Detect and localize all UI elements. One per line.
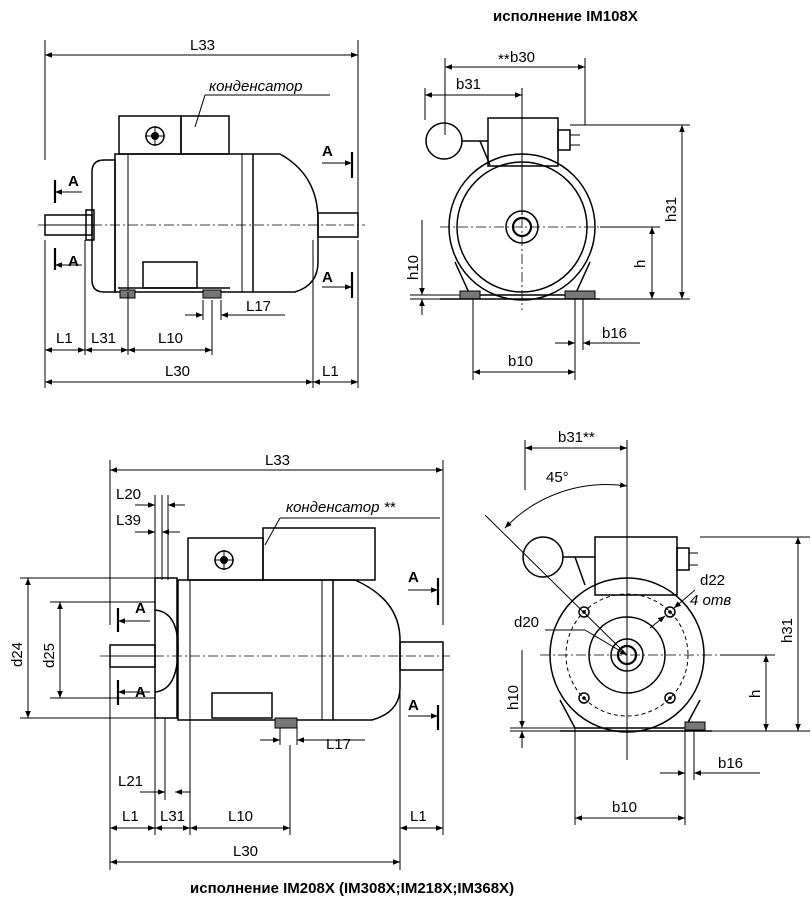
label-d24: d24 [9,642,26,667]
label-holes: 4 отв [690,592,731,609]
label-L20: L20 [116,486,141,503]
label-L33-top: L33 [190,37,215,54]
label-h10-bottom: h10 [505,685,522,710]
label-d20: d20 [514,614,539,631]
label-L30-top: L30 [165,363,190,380]
bottom-front-view: b31** 45° [484,429,810,825]
label-L33-bottom: L33 [265,452,290,469]
label-h10-top: h10 [405,255,422,280]
section-A-4: A [322,269,333,286]
section-A-3: A [322,143,333,160]
label-L1-top-left: L1 [56,330,73,347]
label-L17-top: L17 [246,298,271,315]
label-L10-bottom: L10 [228,808,253,825]
label-d22: d22 [700,572,725,589]
label-b16-top: b16 [602,325,627,342]
label-b31-top: b31 [456,76,481,93]
title-bottom: исполнение IM208X (IM308X;IM218X;IM368X) [190,880,514,897]
section-A-5: A [135,600,146,617]
label-angle: 45° [546,469,569,486]
section-A-8: A [408,697,419,714]
label-stars-b30: ** [498,51,510,68]
label-b16-bottom: b16 [718,755,743,772]
section-A-1: A [68,173,79,190]
label-b30: b30 [510,49,535,66]
label-condenser-top: конденсатор [209,78,302,95]
label-L1-bottom-right: L1 [410,808,427,825]
label-h31-top: h31 [663,197,680,222]
label-b31ss: b31** [558,429,595,446]
label-L39: L39 [116,512,141,529]
label-b10-bottom: b10 [612,799,637,816]
label-L31-top: L31 [91,330,116,347]
label-h-top: h [632,260,649,268]
top-side-view: L33 конденсатор A A [38,37,365,388]
label-L10-top: L10 [158,330,183,347]
label-condenser-bottom: конденсатор ** [286,499,396,516]
label-b10-top: b10 [508,353,533,370]
label-L1-bottom-left: L1 [122,808,139,825]
label-L17-bottom: L17 [326,736,351,753]
bottom-side-view: L33 L20 L39 конденсатор ** [9,452,450,870]
title-top: исполнение IM108X [493,8,638,25]
label-L21: L21 [118,773,143,790]
top-front-view: ** b30 b31 h31 [405,49,690,380]
label-L30-bottom: L30 [233,843,258,860]
label-h-bottom: h [747,690,764,698]
section-A-2: A [68,253,79,270]
section-A-7: A [408,569,419,586]
label-d25: d25 [41,643,58,668]
label-L1-top-right: L1 [322,363,339,380]
label-L31-bottom: L31 [160,808,185,825]
label-h31-bottom: h31 [779,618,796,643]
